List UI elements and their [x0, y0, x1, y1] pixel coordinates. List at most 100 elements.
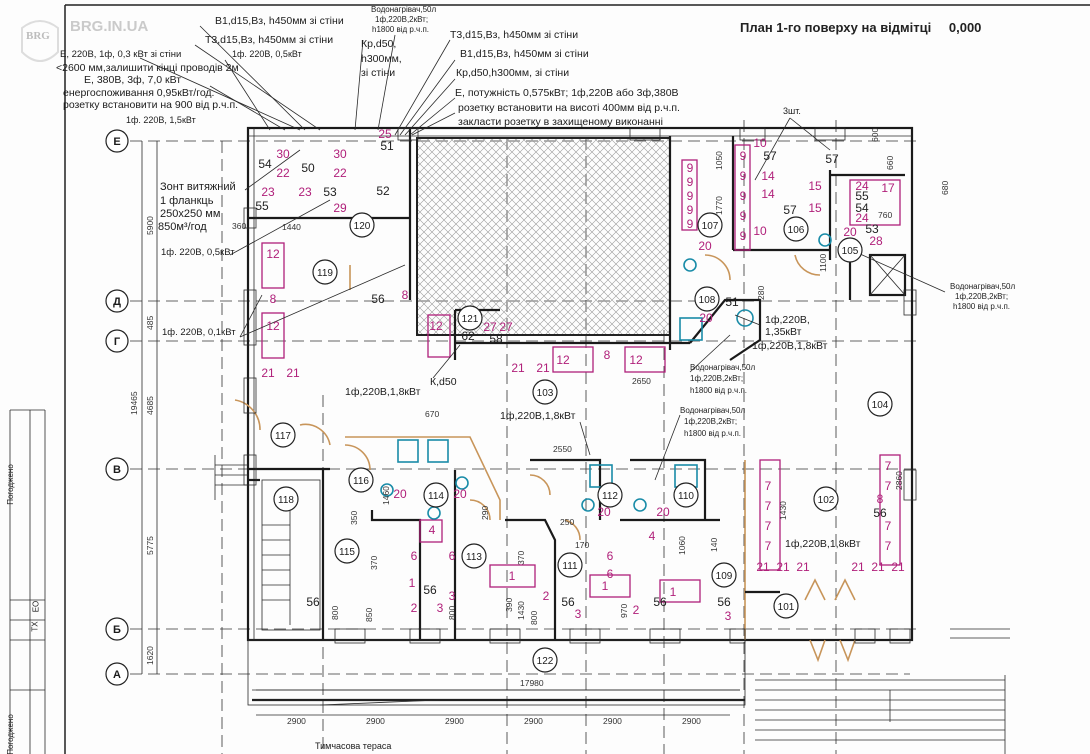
- grid-axis-label: Г: [114, 336, 121, 348]
- room-number-bubble: [423, 482, 449, 508]
- dimension-label: 670: [425, 409, 439, 419]
- dimension-label: 290: [480, 506, 490, 520]
- fixture-number: 4: [429, 523, 436, 537]
- dimension-label: 19465: [129, 391, 139, 415]
- fixture-number: 30: [276, 147, 290, 161]
- room-number-bubble: [461, 543, 487, 569]
- room-number: 119: [317, 268, 333, 279]
- room-number-bubble: [312, 259, 338, 285]
- annotation-note: 850м³/год: [158, 221, 207, 233]
- annotation-note: h1800 від р.ч.п.: [690, 386, 747, 395]
- fixture-number: 21: [871, 560, 885, 574]
- fixture-number: 23: [261, 185, 275, 199]
- watermark-emblem: BRG: [26, 30, 50, 42]
- annotation-note: 1ф,220В,2кВт;: [955, 292, 1008, 301]
- fixture-number: 22: [276, 166, 290, 180]
- fixture-number: 27: [483, 320, 497, 334]
- grid-axis-label: Е: [113, 136, 120, 148]
- room-number-bubble: [334, 538, 360, 564]
- dimension-label: 5775: [145, 536, 155, 555]
- fixture-number: 6: [607, 567, 614, 581]
- fixture-number: 8: [270, 292, 277, 306]
- dimension-label: 5900: [145, 216, 155, 235]
- fixture-number: 21: [756, 560, 770, 574]
- grid-axis-bubble: [105, 329, 129, 353]
- room-number: 111: [562, 561, 578, 572]
- annotation-note: <2600 мм,залишити кінці проводів 2м: [56, 62, 239, 74]
- fixture-number: 9: [740, 229, 747, 243]
- fixture-number: 6: [607, 549, 614, 563]
- equipment-number: 51: [725, 295, 739, 309]
- dimension-label: 2900: [682, 716, 701, 726]
- fixture-number: 21: [536, 361, 550, 375]
- dimension-label: 140: [709, 538, 719, 552]
- fixture-number: 6: [411, 549, 418, 563]
- fixture-number: 23: [298, 185, 312, 199]
- annotation-note: 1ф,220В,1,8кВт: [785, 538, 861, 550]
- annotation-note: Т3,d15,Вз, h450мм зі стіни: [450, 29, 578, 41]
- dimension-label: 2650: [632, 376, 651, 386]
- room-number-bubble: [837, 237, 863, 263]
- fixture-number: 21: [891, 560, 905, 574]
- equipment-number: 56: [717, 595, 731, 609]
- annotation-note: h1800 від р.ч.п.: [953, 302, 1010, 311]
- annotation-note: 1ф. 220В, 1,5кВт: [126, 115, 196, 125]
- stamp-approved-2: Погоджено: [5, 714, 15, 754]
- fixture-number: 21: [511, 361, 525, 375]
- annotation-note: h1800 від р.ч.п.: [372, 25, 429, 34]
- room-number-bubble: [532, 379, 558, 405]
- fixture-number: 7: [885, 459, 892, 473]
- annotation-note: 250х250 мм: [160, 208, 220, 220]
- equipment-number: 56: [561, 595, 575, 609]
- dimension-label: 2860: [894, 471, 904, 490]
- dimension-label: 800: [447, 606, 457, 620]
- equipment-number: 54: [855, 201, 869, 215]
- fixture-number: 30: [333, 147, 347, 161]
- equipment-number: 56: [873, 506, 887, 520]
- drawing-title: План 1-го поверху на відмітці 0,000: [740, 20, 981, 35]
- annotation-note: Кр,d50,: [361, 38, 396, 50]
- equipment-number: 57: [763, 149, 777, 163]
- dimension-label: 1460: [381, 486, 391, 505]
- fixture-number: 10: [753, 224, 767, 238]
- fixture-number: 8: [877, 492, 884, 506]
- annotation-note: зі стіни: [361, 67, 395, 79]
- room-number-bubble: [270, 422, 296, 448]
- dimension-label: 1060: [677, 536, 687, 555]
- annotation-note: Водонагрівач,50л: [950, 282, 1015, 291]
- room-number: 109: [716, 571, 733, 582]
- room-number: 113: [466, 552, 482, 563]
- dimension-label: 800: [330, 606, 340, 620]
- fixture-number: 12: [266, 319, 280, 333]
- dimension-label: 4685: [145, 396, 155, 415]
- fixture-number: 17: [881, 181, 895, 195]
- annotation-note: Е, потужність 0,575кВт; 1ф,220В або 3ф,3…: [455, 87, 679, 99]
- plan-elevation: 0,000: [948, 20, 982, 35]
- annotation-note: Тимчасова тераса: [315, 741, 391, 751]
- dimension-label: 1620: [145, 646, 155, 665]
- fixture-number: 7: [885, 479, 892, 493]
- fixture-number: 12: [556, 353, 570, 367]
- fixture-outlines: [261, 144, 901, 603]
- annotation-note: Е, 380В, 3ф, 7,0 кВт: [84, 74, 181, 86]
- room-number: 110: [678, 491, 694, 502]
- annotation-note: енергоспоживання 0,95кВт/год.: [63, 87, 214, 99]
- dimension-label: 170: [575, 540, 589, 550]
- dimension-label: 760: [878, 210, 892, 220]
- stamp-approved: Погоджено: [5, 464, 15, 505]
- annotation-note: 1,35кВт: [765, 326, 802, 338]
- fixture-number: 27: [499, 320, 513, 334]
- fixture-number: 7: [885, 519, 892, 533]
- fixture-number: 20: [453, 487, 467, 501]
- annotation-note: 1ф,220В,2кВт;: [690, 374, 743, 383]
- room-number: 121: [462, 314, 479, 325]
- atrium-void: [416, 137, 671, 336]
- room-number-bubble: [532, 647, 558, 673]
- annotation-note: 1 фланкць: [160, 195, 214, 207]
- dimension-label: 2900: [445, 716, 464, 726]
- fixture-number: 21: [261, 366, 275, 380]
- fixture-number: 7: [765, 539, 772, 553]
- fixture-number: 3: [725, 609, 732, 623]
- fixture-number: 9: [687, 189, 694, 203]
- room-number: 116: [353, 476, 369, 487]
